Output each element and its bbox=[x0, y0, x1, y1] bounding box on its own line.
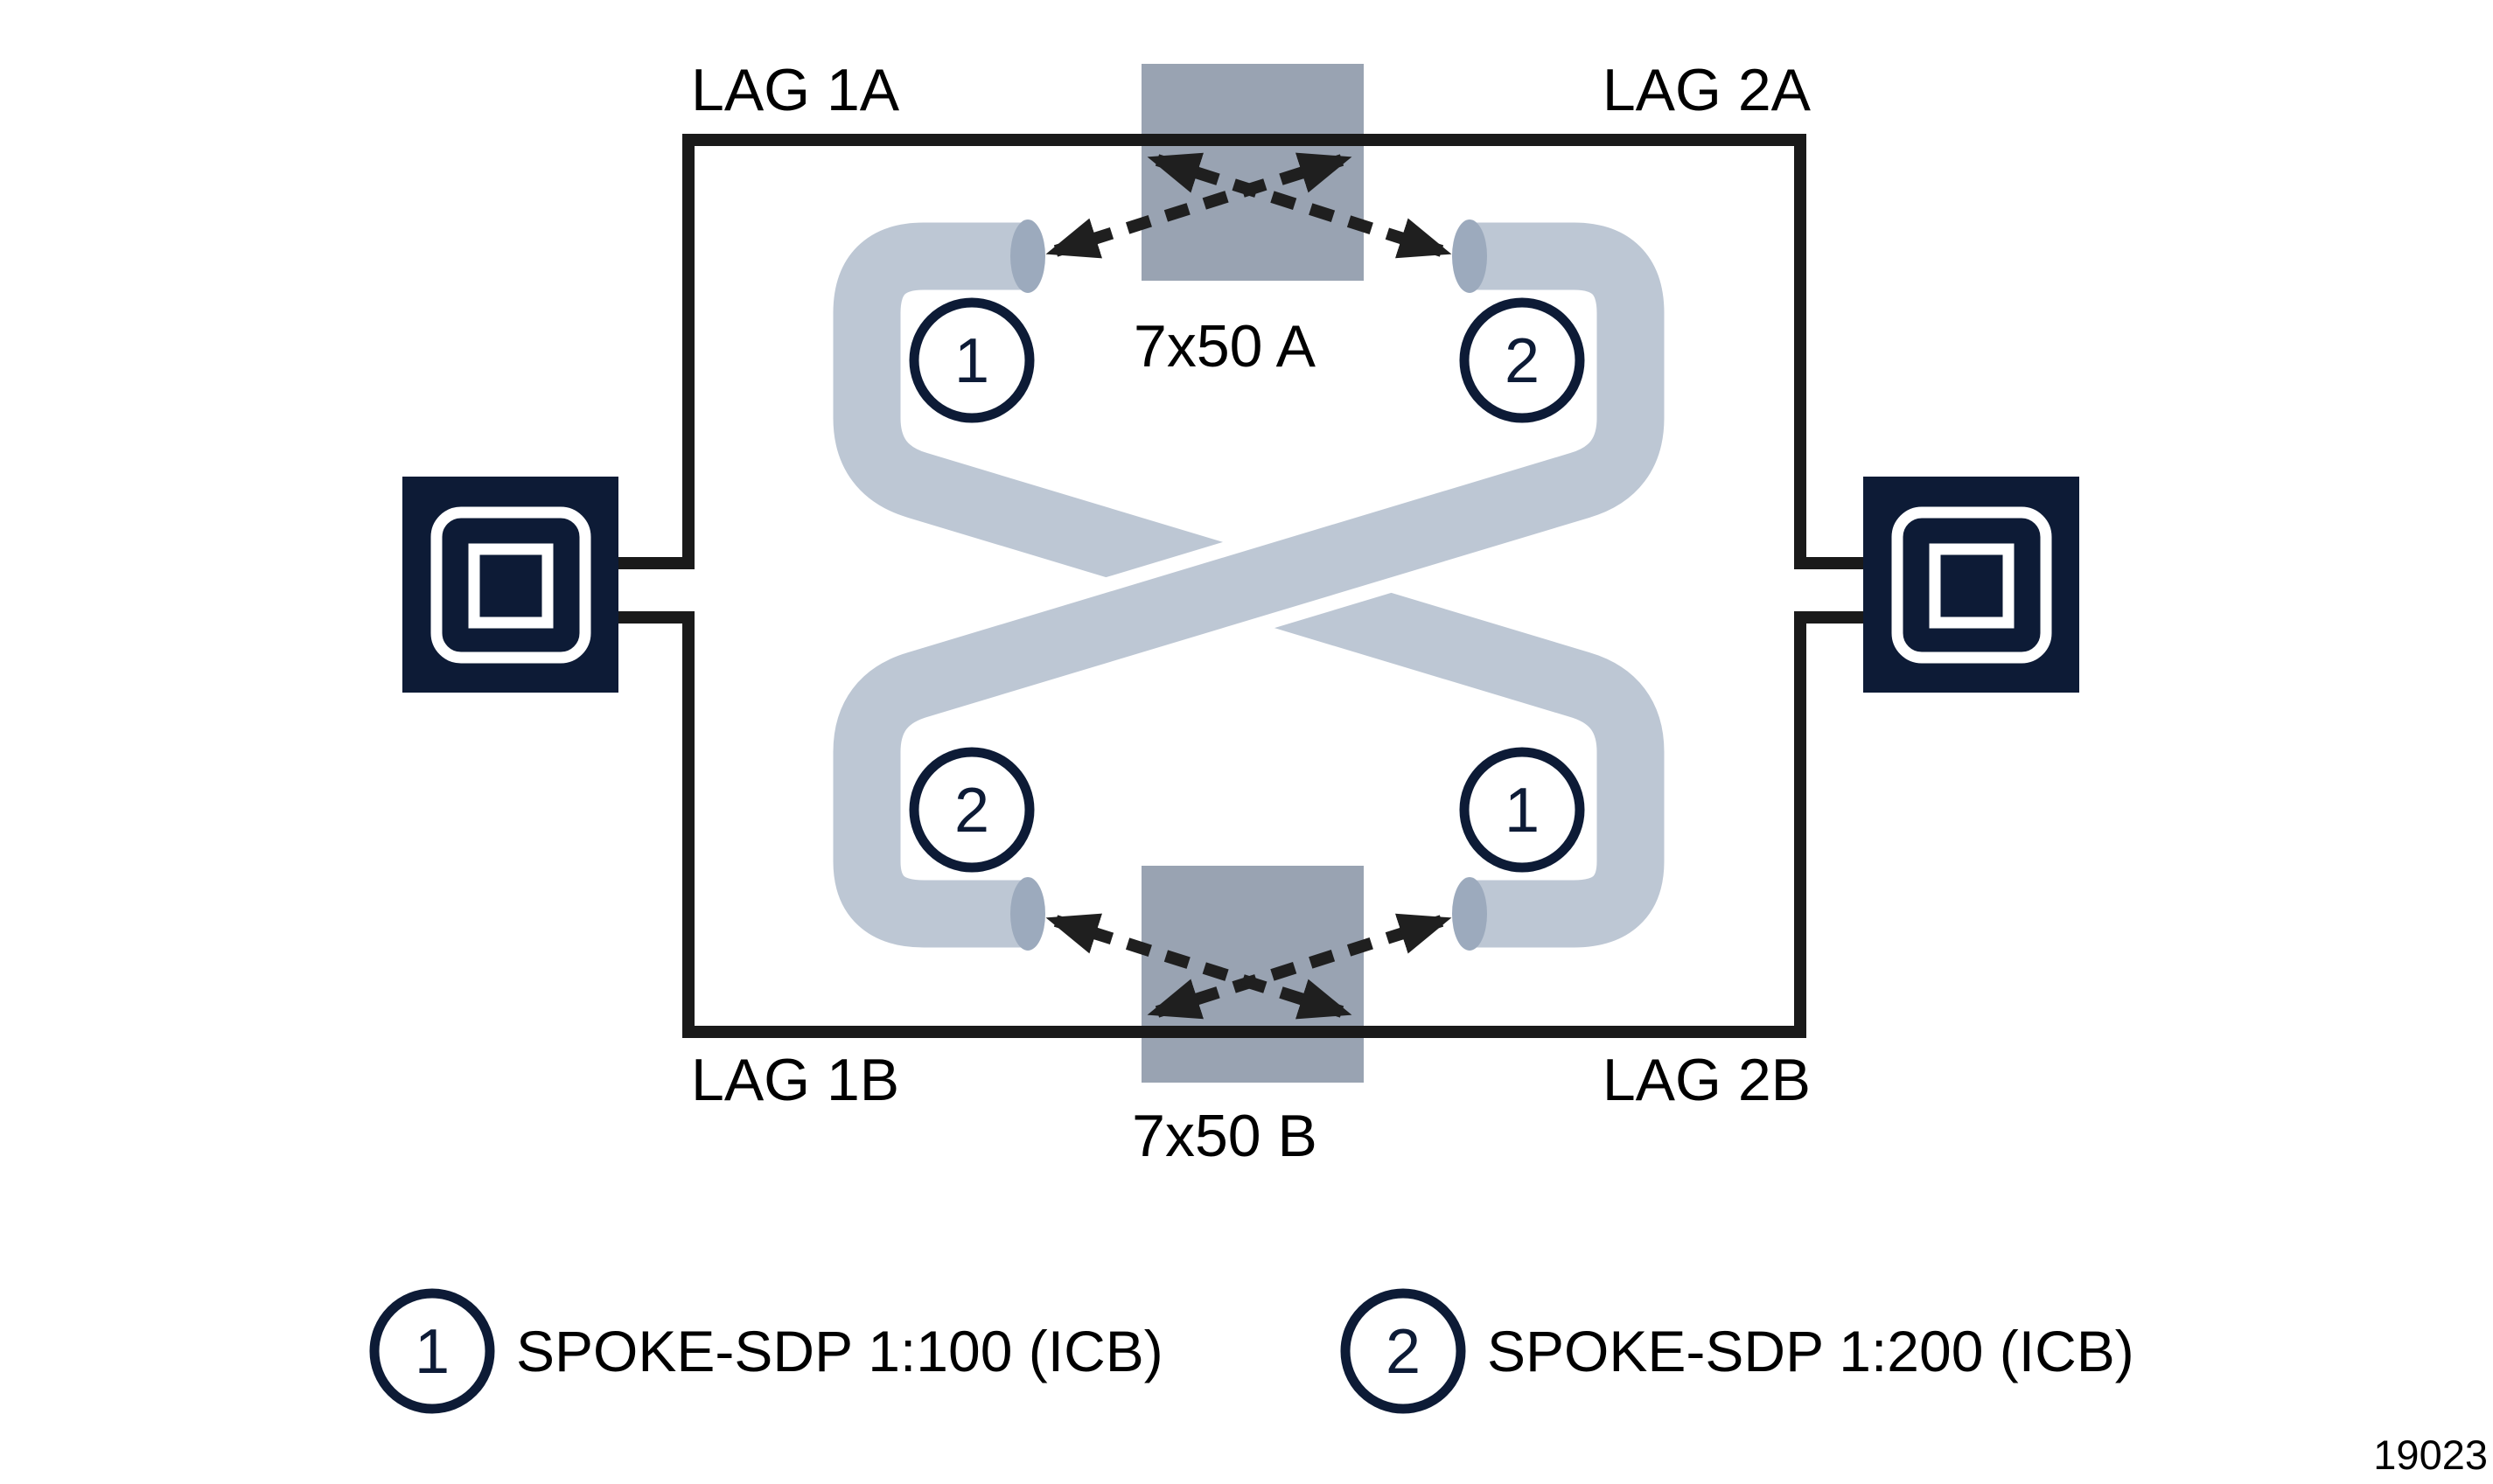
legend-item-1: 1 SPOKE-SDP 1:100 (ICB) bbox=[369, 1288, 1163, 1414]
tube-end-cap-top-right bbox=[1452, 219, 1487, 293]
port-number-bottom-right: 1 bbox=[1505, 776, 1540, 846]
legend-label-1: SPOKE-SDP 1:100 (ICB) bbox=[516, 1319, 1163, 1383]
label-router-7x50-b: 7x50 B bbox=[1132, 1103, 1317, 1169]
figure-number: 19023 bbox=[2373, 1432, 2488, 1478]
label-lag-1b: LAG 1B bbox=[691, 1047, 899, 1113]
legend-symbol-number-2: 2 bbox=[1386, 1317, 1421, 1387]
label-lag-1a: LAG 1A bbox=[691, 57, 900, 123]
ce-device-right bbox=[1863, 477, 2079, 693]
legend: 1 SPOKE-SDP 1:100 (ICB) 2 SPOKE-SDP 1:20… bbox=[369, 1288, 2134, 1414]
ce-device-left bbox=[402, 477, 618, 693]
port-number-top-right: 2 bbox=[1505, 326, 1540, 396]
legend-item-2: 2 SPOKE-SDP 1:200 (ICB) bbox=[1340, 1288, 2134, 1414]
device-icon-inner-right bbox=[1929, 543, 2015, 629]
port-marker-top-right: 2 bbox=[1459, 297, 1585, 423]
legend-symbol-circle-2 bbox=[1340, 1288, 1466, 1414]
tube-end-cap-bottom-right bbox=[1452, 877, 1487, 951]
label-lag-2a: LAG 2A bbox=[1603, 57, 1812, 123]
port-circle-top-right bbox=[1459, 297, 1585, 423]
icb-tube-2 bbox=[833, 222, 1665, 948]
port-marker-bottom-left: 2 bbox=[909, 747, 1035, 873]
port-circle-bottom-right bbox=[1459, 747, 1585, 873]
device-icon-outer-left bbox=[430, 506, 591, 664]
lag-link-path-top bbox=[618, 134, 1863, 569]
router-7x50-a-box bbox=[1142, 64, 1364, 281]
legend-label-2: SPOKE-SDP 1:200 (ICB) bbox=[1487, 1319, 2134, 1383]
lag-link-path-bottom bbox=[618, 611, 1863, 1038]
port-marker-top-left: 1 bbox=[909, 297, 1035, 423]
label-lag-2b: LAG 2B bbox=[1603, 1047, 1811, 1113]
port-circle-bottom-left bbox=[909, 747, 1035, 873]
tube-end-cap-bottom-left bbox=[1010, 877, 1045, 951]
router-7x50-b-box bbox=[1142, 866, 1364, 1083]
port-number-bottom-left: 2 bbox=[954, 776, 989, 846]
port-number-top-left: 1 bbox=[954, 326, 989, 396]
device-icon-outer-right bbox=[1891, 506, 2052, 664]
tube-end-cap-top-left bbox=[1010, 219, 1045, 293]
legend-symbol-number-1: 1 bbox=[415, 1317, 450, 1387]
port-circle-top-left bbox=[909, 297, 1035, 423]
device-icon-inner-left bbox=[468, 543, 554, 629]
dashed-arrow-top-right-to-left-cap bbox=[1045, 152, 1352, 259]
port-marker-bottom-right: 1 bbox=[1459, 747, 1585, 873]
dashed-arrow-bottom-right-to-left-cap bbox=[1045, 913, 1352, 1020]
label-router-7x50-a: 7x50 A bbox=[1134, 313, 1316, 380]
legend-symbol-circle-1 bbox=[369, 1288, 495, 1414]
